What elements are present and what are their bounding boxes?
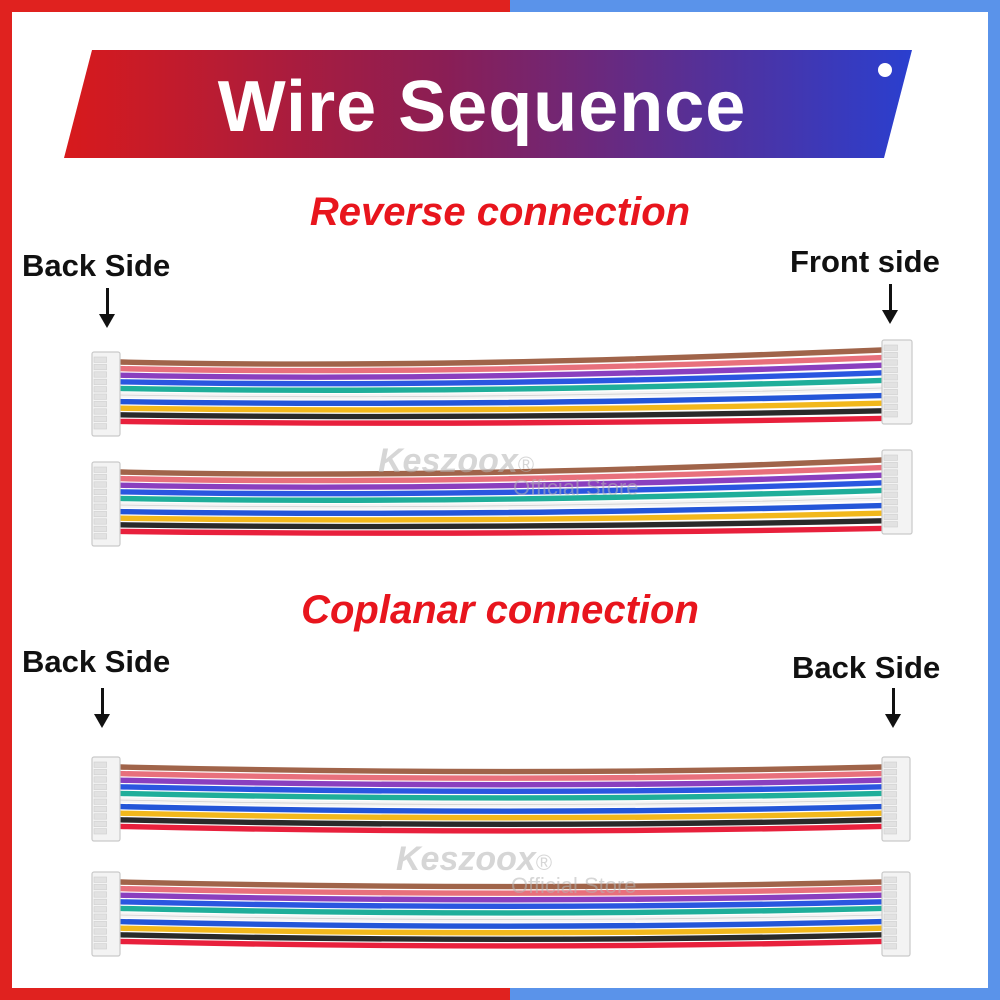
wire <box>117 457 885 477</box>
cable-coplanar-2 <box>91 871 911 957</box>
right-side-label: Front side <box>790 244 940 279</box>
cable-coplanar-1 <box>91 756 911 842</box>
wire <box>117 885 885 896</box>
wire <box>117 518 885 530</box>
cable-reverse-2 <box>91 449 913 547</box>
wire <box>117 803 885 814</box>
wire-outline <box>119 497 883 508</box>
frame-top-left-border <box>0 0 510 12</box>
frame-bottom-right-border <box>510 988 1000 1000</box>
wire-outline <box>119 387 883 398</box>
wire <box>117 905 885 916</box>
wire <box>117 502 885 517</box>
connector-left <box>91 461 121 547</box>
wire <box>117 817 885 827</box>
left-side-label: Back Side <box>22 248 171 283</box>
wire <box>117 918 885 929</box>
wire-outline <box>119 914 883 920</box>
frame-top-right-border <box>510 0 1000 12</box>
wire <box>117 525 885 536</box>
wire <box>117 377 885 393</box>
wire-outline <box>119 799 883 805</box>
watermark: Keszoox® Official Store <box>378 442 639 500</box>
wire <box>117 370 885 387</box>
wire <box>117 362 885 380</box>
connector-left <box>91 351 121 437</box>
wire <box>117 777 885 788</box>
wire <box>117 938 885 949</box>
connector-left <box>91 756 121 842</box>
connector-right <box>881 339 913 425</box>
wire <box>117 932 885 942</box>
section-title-coplanar: Coplanar connection <box>301 588 699 632</box>
down-arrow-icon <box>882 284 898 324</box>
page-title: Wire Sequence <box>217 67 747 147</box>
frame-left-border <box>0 0 12 1000</box>
frame-bottom-left-border <box>0 988 510 1000</box>
wire <box>117 892 885 903</box>
down-arrow-icon <box>885 688 901 728</box>
banner-hole-icon <box>878 63 892 77</box>
connector-left <box>91 871 121 957</box>
wire <box>117 487 885 503</box>
wire <box>117 392 885 407</box>
wire <box>117 790 885 801</box>
wire <box>117 510 885 523</box>
wire <box>117 415 885 426</box>
wire <box>117 770 885 781</box>
frame-right-border <box>988 0 1000 1000</box>
wire <box>117 347 885 367</box>
watermark: Keszoox® Official Store <box>396 840 637 898</box>
wire <box>117 400 885 413</box>
down-arrow-icon <box>94 688 110 728</box>
wire <box>117 354 885 374</box>
wire <box>117 480 885 497</box>
connector-right <box>881 756 911 842</box>
wire <box>117 899 885 909</box>
wire <box>117 823 885 834</box>
wire <box>117 879 885 890</box>
section-title-reverse: Reverse connection <box>309 190 691 234</box>
down-arrow-icon <box>99 288 115 328</box>
cable-reverse-1 <box>91 339 913 437</box>
wire <box>117 925 885 936</box>
right-side-label: Back Side <box>792 650 941 685</box>
connector-right <box>881 871 911 957</box>
wire <box>117 810 885 821</box>
wire <box>117 464 885 484</box>
left-side-label: Back Side <box>22 644 171 679</box>
wire <box>117 472 885 490</box>
wire <box>117 408 885 420</box>
wire <box>117 784 885 794</box>
title-banner <box>64 50 912 158</box>
wire <box>117 764 885 775</box>
connector-right <box>881 449 913 535</box>
